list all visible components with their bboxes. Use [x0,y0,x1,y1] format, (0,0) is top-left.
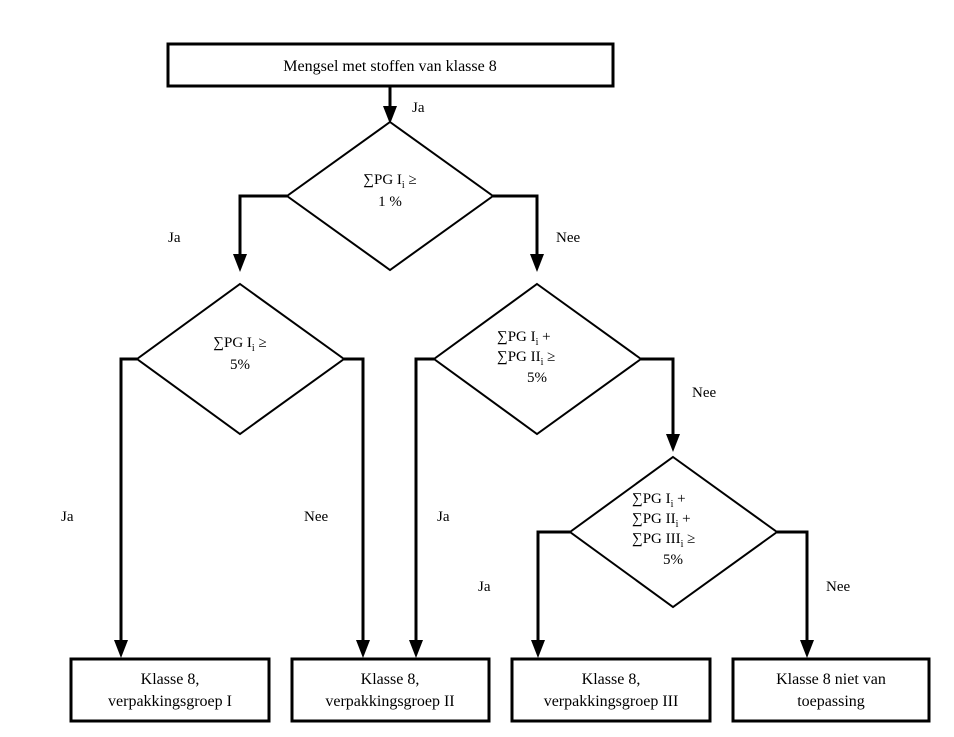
decision-3-line-3: 5% [527,370,547,386]
decision-2-line-1: ∑PG Ii ≥ [213,335,266,354]
node-outcome-2[interactable]: Klasse 8, verpakkingsgroep II [290,657,491,723]
node-decision-1[interactable]: ∑PG Ii ≥ 1 % [285,120,495,272]
edge-label-d4-yes: Ja [478,579,491,595]
decision-3-diamond [432,282,643,436]
decision-3-line-1-main: ∑PG I [497,329,536,345]
edges-group [114,86,814,658]
edge-label-start-to-d1: Ja [412,100,425,116]
arrowhead-d2-no [356,640,370,658]
outcome-4-label-line-2: toepassing [797,693,865,710]
arrowhead-d4-yes [531,640,545,658]
decision-4-line-1-subscript: i [671,499,674,510]
node-start[interactable]: Mengsel met stoffen van klasse 8 [166,42,615,88]
outcome-1-box-shape [69,657,271,723]
decision-1-line-1-main: ∑PG I [363,172,402,188]
outcome-2-label-line-2: verpakkingsgroep II [325,693,454,710]
arrowhead-d3-no [666,434,680,452]
decision-4-line-2-main: ∑PG II [632,511,676,527]
decision-4-line-3: ∑PG IIIi ≥ [632,531,695,550]
decision-4-line-2-subscript: i [676,519,679,530]
decision-3-line-2-tail: ≥ [543,349,555,365]
edge-label-d2-yes: Ja [61,509,74,525]
outcome-1-label-line-1: Klasse 8, [141,671,200,688]
decision-3-line-2: ∑PG IIi ≥ [497,349,555,368]
decision-4-line-1-main: ∑PG I [632,491,671,507]
outcome-3-label-line-1: Klasse 8, [582,671,641,688]
start-box-label: Mengsel met stoffen van klasse 8 [283,58,496,75]
decision-2-diamond [135,282,346,436]
decision-3-line-1-subscript: i [536,337,539,348]
node-decision-2[interactable]: ∑PG Ii ≥ 5% [135,282,346,436]
outcome-3-box-shape [510,657,712,723]
arrowhead-d3-yes [409,640,423,658]
arrowhead-d1-yes [233,254,247,272]
edge-label-d3-yes: Ja [437,509,450,525]
decision-1-diamond [285,120,495,272]
outcome-3-label-line-2: verpakkingsgroep III [544,693,679,710]
edge-label-d3-no: Nee [692,385,716,401]
edge-label-d1-no: Nee [556,230,580,246]
decision-4-line-2-tail: + [678,511,690,527]
decision-1-line-2: 1 % [378,194,402,210]
decision-4-line-3-subscript: i [681,539,684,550]
edge-d4-no [777,530,809,645]
outcome-4-label-line-1: Klasse 8 niet van [776,671,886,688]
edge-d3-no [641,357,675,439]
decision-4-line-1: ∑PG Ii + [632,491,686,510]
node-outcome-4[interactable]: Klasse 8 niet van toepassing [731,657,931,723]
arrowhead-d1-no [530,254,544,272]
decision-1-line-1-tail: ≥ [405,172,417,188]
edge-labels-group: Ja Ja Nee Ja Nee Ja Nee Ja Nee [61,100,850,595]
decision-3-line-1: ∑PG Ii + [497,329,551,348]
node-outcome-1[interactable]: Klasse 8, verpakkingsgroep I [69,657,271,723]
edge-label-d1-yes: Ja [168,230,181,246]
node-decision-4[interactable]: ∑PG Ii + ∑PG IIi + ∑PG IIIi ≥ 5% [568,455,779,609]
start-box-shape [166,42,615,88]
edge-d3-yes [414,357,434,645]
decision-4-line-3-tail: ≥ [683,531,695,547]
outcome-2-box-shape [290,657,491,723]
decision-4-line-2: ∑PG IIi + [632,511,691,530]
edge-d2-no [344,357,365,645]
decision-2-line-1-subscript: i [252,343,255,354]
edge-d2-yes [119,357,137,645]
decision-4-line-3-main: ∑PG III [632,531,681,547]
decision-4-line-1-tail: + [673,491,685,507]
decision-3-line-2-main: ∑PG II [497,349,541,365]
decision-3-line-1-tail: + [538,329,550,345]
decision-4-line-4: 5% [663,552,683,568]
edge-label-d2-no: Nee [304,509,328,525]
arrowhead-d4-no [800,640,814,658]
edge-d1-yes [238,194,287,258]
decision-3-line-2-subscript: i [541,357,544,368]
outcome-1-label-line-2: verpakkingsgroep I [108,693,232,710]
outcome-4-box-shape [731,657,931,723]
edge-label-d4-no: Nee [826,579,850,595]
decision-2-line-2: 5% [230,357,250,373]
decision-4-diamond [568,455,779,609]
edge-d4-yes [536,530,570,645]
decision-2-line-1-tail: ≥ [255,335,267,351]
decision-1-line-1-subscript: i [402,180,405,191]
node-outcome-3[interactable]: Klasse 8, verpakkingsgroep III [510,657,712,723]
outcome-2-label-line-1: Klasse 8, [361,671,420,688]
node-decision-3[interactable]: ∑PG Ii + ∑PG IIi ≥ 5% [432,282,643,436]
decision-1-line-1: ∑PG Ii ≥ [363,172,416,191]
arrowhead-start-to-d1 [383,106,397,124]
decision-2-line-1-main: ∑PG I [213,335,252,351]
arrowhead-d2-yes [114,640,128,658]
edge-d1-no [493,194,539,258]
